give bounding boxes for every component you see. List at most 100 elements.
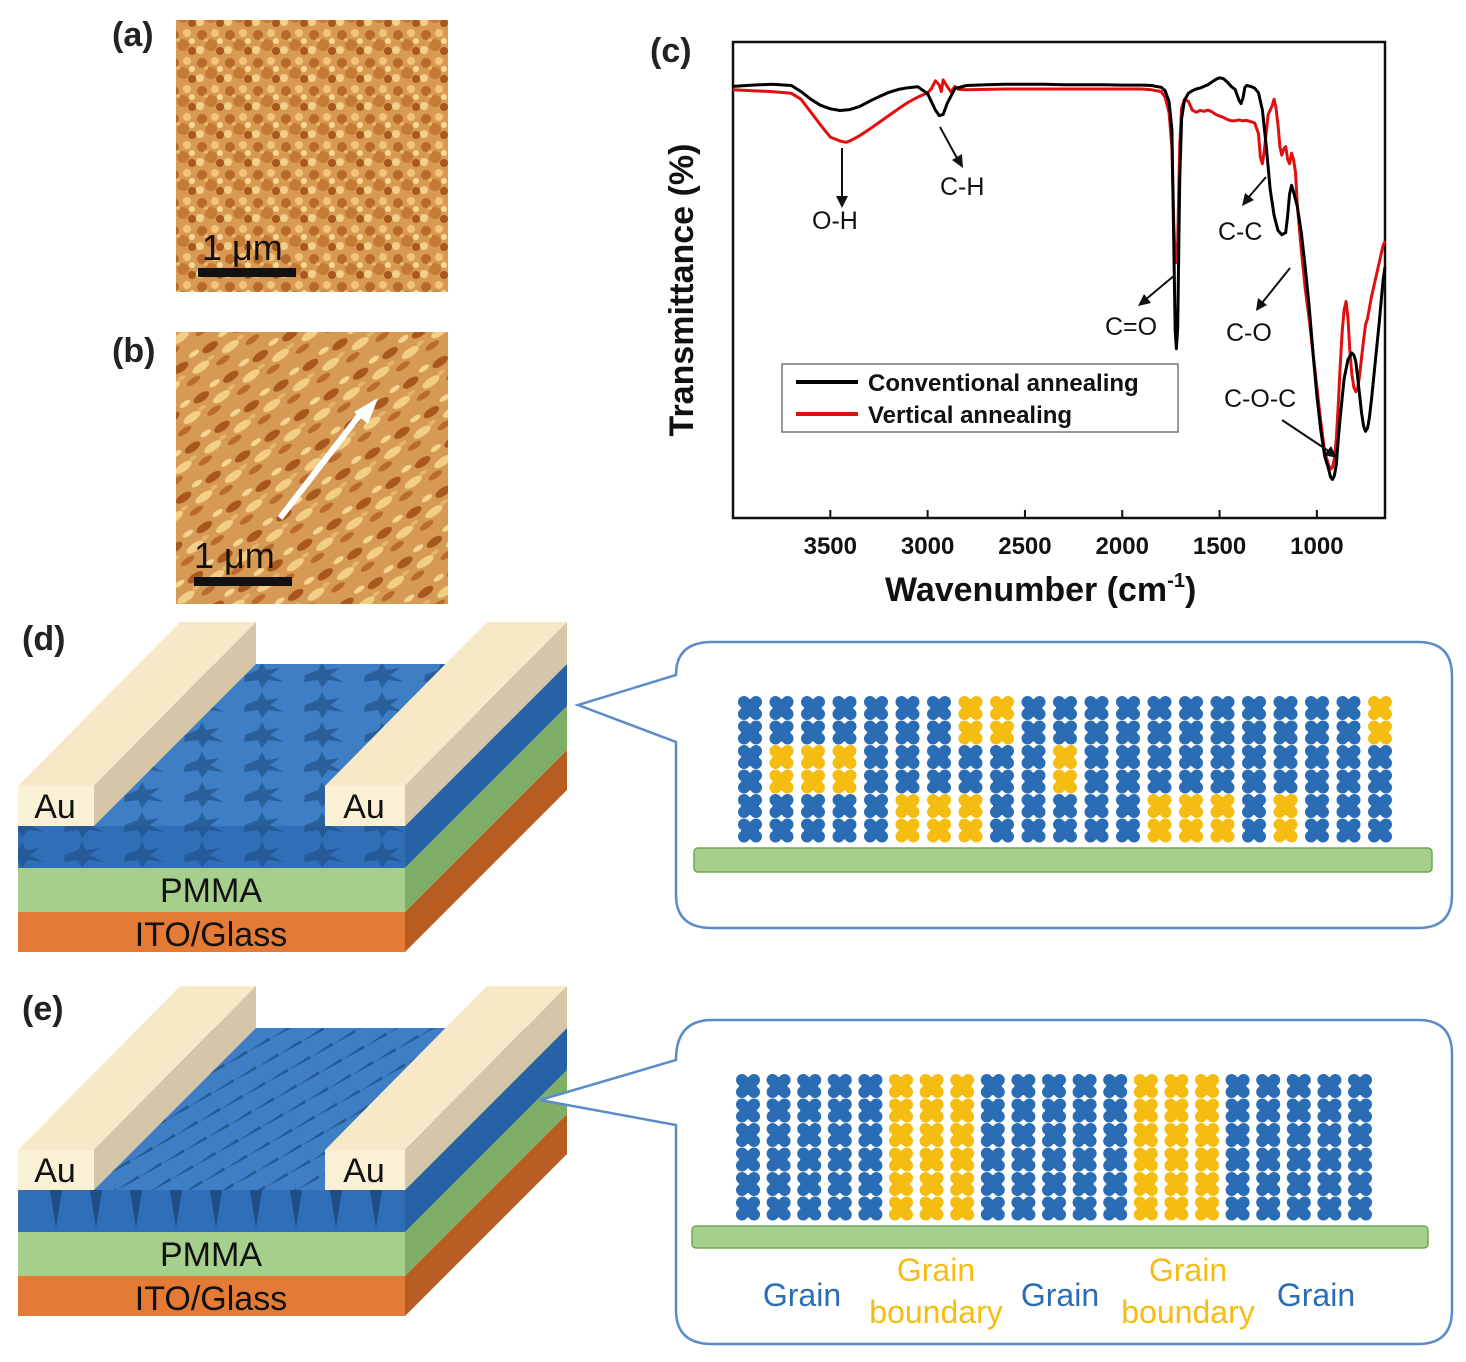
- grain-particle: [1368, 769, 1392, 794]
- grain-particle: [927, 696, 951, 720]
- grain-particle: [1179, 769, 1203, 794]
- ito-side: [405, 750, 567, 952]
- boundary-particle: [1147, 794, 1172, 818]
- grain-particle: [769, 794, 794, 818]
- grain-particle: [927, 769, 951, 794]
- grain-particle: [1286, 1147, 1311, 1172]
- afm-scale-text-b: 1 μm: [194, 535, 275, 576]
- au-right-front-e: [325, 1150, 405, 1190]
- grain-particle: [832, 794, 857, 818]
- grain-label-1: Grain: [763, 1277, 841, 1313]
- grain-particle: [1042, 1147, 1066, 1172]
- series-line-vertical: [732, 78, 1387, 471]
- grain-particle: [927, 745, 951, 769]
- grain-particle: [1072, 1172, 1097, 1196]
- y-axis-title: Transmittance (%): [663, 144, 701, 437]
- boundary-particle: [919, 1172, 944, 1196]
- grain-particle: [1084, 745, 1109, 769]
- grain-particle: [1242, 696, 1266, 720]
- boundary-particle: [919, 1098, 944, 1123]
- grain-particle: [1116, 794, 1140, 818]
- grain-particle: [1368, 745, 1392, 769]
- grain-particle: [1147, 745, 1172, 769]
- cc-arrow-head: [1242, 193, 1254, 206]
- grain-particle: [1348, 1123, 1372, 1147]
- grain-particle: [766, 1074, 791, 1098]
- boundary-particle: [1195, 1196, 1219, 1221]
- boundary-particle: [889, 1074, 913, 1098]
- grain-particle: [766, 1172, 791, 1196]
- perovskite-side-e: [405, 1028, 567, 1232]
- boundary-particle: [895, 794, 920, 818]
- co-double-arrow: [1144, 274, 1176, 301]
- grain-particle: [1084, 696, 1109, 720]
- grain-particle: [1042, 1098, 1066, 1123]
- grain-particle: [1317, 1074, 1342, 1098]
- grain-particle: [1368, 818, 1392, 843]
- grain-particle: [1348, 1074, 1372, 1098]
- au-left-top-e: [18, 986, 256, 1150]
- grain-particle: [1336, 794, 1361, 818]
- peak-label-c-double-o: C=O: [1105, 313, 1157, 341]
- grain-particle: [858, 1172, 883, 1196]
- grain-particle: [1116, 818, 1140, 843]
- grain-particle: [1072, 1098, 1097, 1123]
- grain-particle: [1147, 696, 1172, 720]
- grain-particle: [980, 1123, 1005, 1147]
- boundary-particle: [1133, 1147, 1158, 1172]
- grain-particle: [1103, 1147, 1128, 1172]
- grain-particle: [1225, 1147, 1250, 1172]
- grain-particle: [1179, 720, 1203, 745]
- boundary-particle: [919, 1147, 944, 1172]
- boundary-particle: [990, 696, 1014, 720]
- grain-particle: [832, 720, 857, 745]
- au-left-side-e: [94, 986, 256, 1190]
- grain-particle: [736, 1074, 760, 1098]
- panel-label-e: (e): [22, 990, 64, 1028]
- grain-particle: [738, 818, 762, 843]
- au-left-side: [94, 622, 256, 826]
- grain-label-2: Grain: [1021, 1277, 1099, 1313]
- grain-particle: [1103, 1123, 1128, 1147]
- grain-particle: [738, 745, 762, 769]
- grain-cluster-d: [738, 696, 1392, 843]
- boundary-particle: [950, 1147, 975, 1172]
- grain-particle: [1072, 1147, 1097, 1172]
- ito-layer-e: [18, 1276, 405, 1316]
- grain-particle: [895, 769, 920, 794]
- x-axis-title: Wavenumber (cm-1): [885, 570, 1196, 609]
- grain-particle: [980, 1147, 1005, 1172]
- afm-image-a: [176, 20, 448, 292]
- grain-particle: [1225, 1074, 1250, 1098]
- boundary-particle: [958, 794, 983, 818]
- grain-particle: [827, 1147, 852, 1172]
- co-arrow: [1261, 267, 1291, 304]
- series-line-conventional: [732, 76, 1387, 481]
- grain-particle: [1103, 1098, 1128, 1123]
- panel-d: (d) PMMA ITO/Glass Au Au: [18, 620, 1454, 954]
- grain-particle: [1273, 720, 1298, 745]
- grain-particle: [1242, 818, 1266, 843]
- grain-particle: [864, 818, 888, 843]
- grain-particle: [1286, 1196, 1311, 1221]
- coc-arrow-head: [1324, 446, 1337, 458]
- boundary-particle: [950, 1098, 975, 1123]
- boundary-particle: [1164, 1172, 1189, 1196]
- boundary-particle: [919, 1123, 944, 1147]
- grain-particle: [980, 1172, 1005, 1196]
- boundary-label-2-bottom: boundary: [1121, 1294, 1254, 1330]
- ito-label-e: ITO/Glass: [135, 1280, 287, 1318]
- grain-particle: [1210, 720, 1235, 745]
- pmma-layer-e: [18, 1232, 405, 1276]
- grain-particle: [1242, 769, 1266, 794]
- grain-particle: [858, 1147, 883, 1172]
- boundary-particle: [1195, 1098, 1219, 1123]
- grain-particle: [1225, 1123, 1250, 1147]
- grain-particle: [980, 1196, 1005, 1221]
- vertical-grains-front: [50, 1190, 382, 1228]
- grain-particle: [797, 1074, 822, 1098]
- grain-particle: [801, 794, 825, 818]
- grain-particle: [1305, 818, 1329, 843]
- grain-particle: [1256, 1098, 1281, 1123]
